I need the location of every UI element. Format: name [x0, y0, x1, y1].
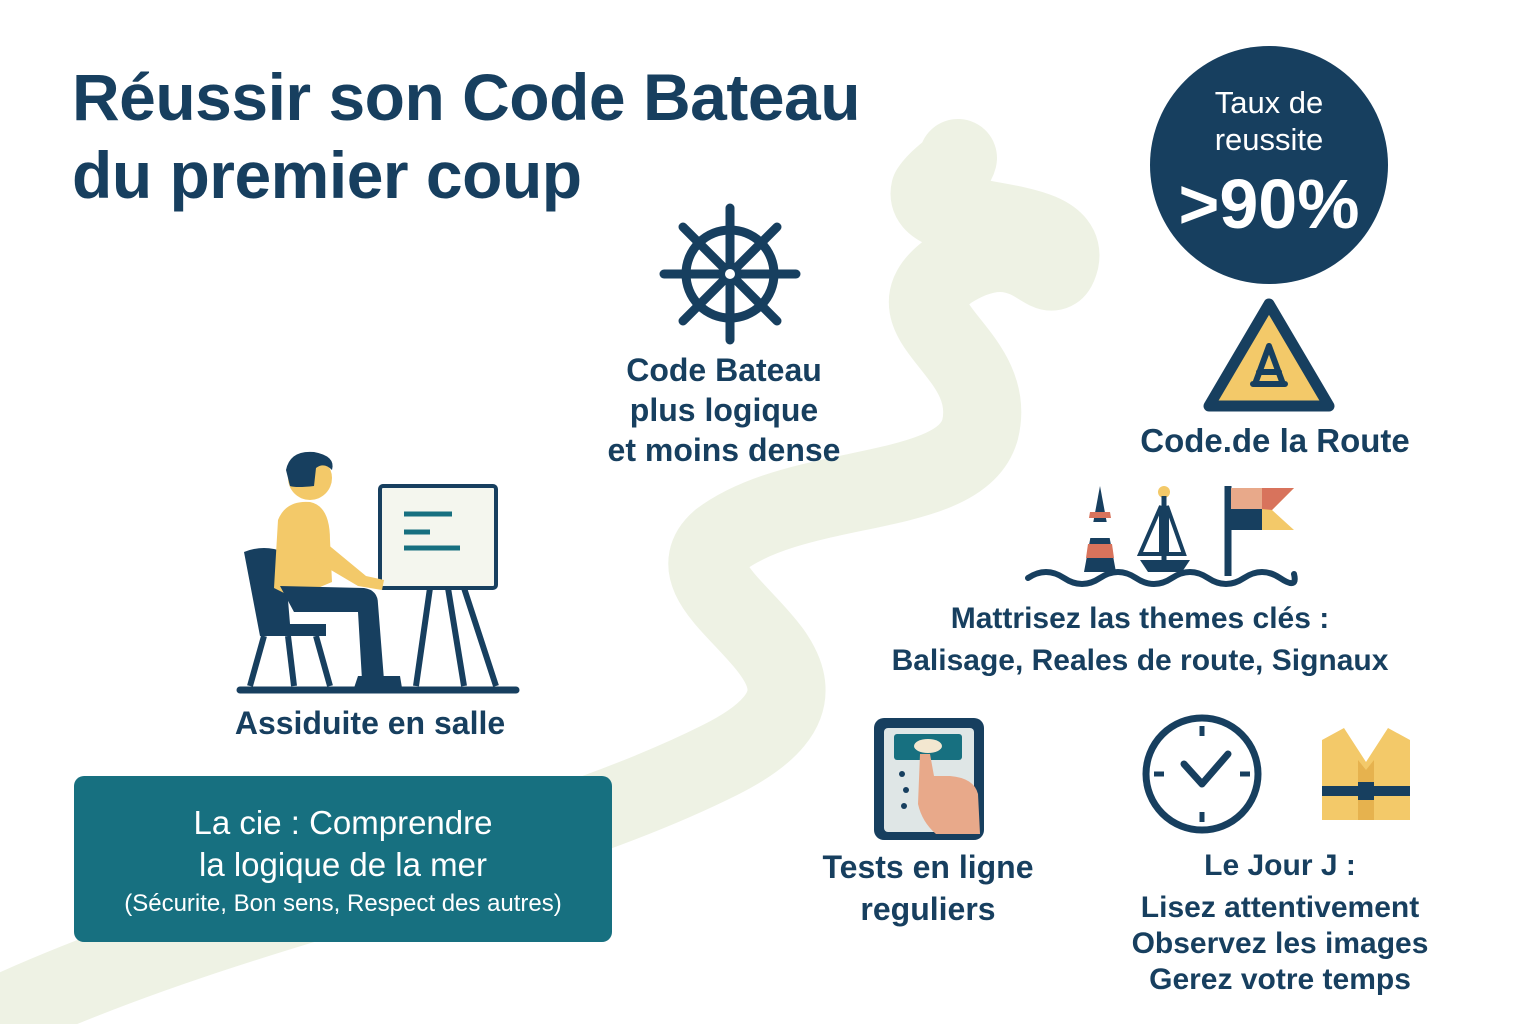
- title-line-2: du premier coup: [72, 138, 582, 212]
- life-vest-icon: [1322, 728, 1410, 820]
- clock-icon: [1142, 714, 1262, 834]
- code-bateau-line-2: plus logique: [629, 392, 819, 428]
- buoy-icon: [1084, 486, 1116, 572]
- ships-wheel-icon: [659, 203, 801, 345]
- jour-j-line-4: Gerez votre temps: [1149, 963, 1411, 996]
- flag-icon: [1224, 486, 1294, 576]
- jour-j-line-1: Le Jour J :: [1204, 849, 1356, 882]
- success-rate-badge: Taux de reussite >90%: [1150, 46, 1388, 284]
- tests-line-1: Tests en ligne: [822, 849, 1034, 885]
- tests-line-2: reguliers: [860, 891, 996, 927]
- jour-j-line-3: Observez les images: [1131, 927, 1429, 960]
- success-rate-label: Taux de reussite: [1150, 84, 1388, 158]
- jour-j-label: Le Jour J : Lisez attentivement Observez…: [1090, 848, 1470, 998]
- code-bateau-line-3: et moins dense: [607, 432, 841, 468]
- key-tip-line-2: la logique de la mer: [198, 846, 487, 883]
- success-rate-value: >90%: [1178, 165, 1360, 243]
- key-themes-line-1: Mattrisez las themes clés :: [950, 602, 1330, 635]
- code-bateau-line-1: Code Bateau: [626, 352, 822, 388]
- tests-label: Tests en ligne reguliers: [778, 846, 1078, 930]
- person-at-desk-icon: [236, 451, 520, 694]
- code-bateau-label: Code Bateau plus logique et moins dense: [586, 350, 862, 470]
- waves-icon: [1025, 569, 1298, 587]
- page-title: Réussir son Code Bateau du premier coup: [72, 58, 861, 214]
- success-rate-label-line-1: Taux de: [1214, 85, 1324, 120]
- key-themes-label: Mattrisez las themes clés : Balisage, Re…: [860, 598, 1420, 682]
- jour-j-line-2: Lisez attentivement: [1140, 891, 1420, 924]
- key-tip-box: La cie : Comprendre la logique de la mer…: [74, 776, 612, 942]
- key-tip-line-1: La cie : Comprendre: [193, 804, 493, 841]
- key-tip-line-3: (Sécurite, Bon sens, Respect des autres): [124, 890, 562, 917]
- code-route-label: Code.de la Route: [1140, 422, 1410, 459]
- title-line-1: Réussir son Code Bateau: [72, 60, 861, 134]
- tablet-touch-icon: [874, 718, 984, 840]
- success-rate-label-line-2: reussite: [1214, 122, 1324, 157]
- assiduite-label: Assiduite en salle: [234, 705, 506, 741]
- warning-sign-icon: [1203, 298, 1335, 412]
- sailboat-icon: [1136, 486, 1190, 572]
- key-themes-line-2: Balisage, Reales de route, Signaux: [891, 644, 1389, 677]
